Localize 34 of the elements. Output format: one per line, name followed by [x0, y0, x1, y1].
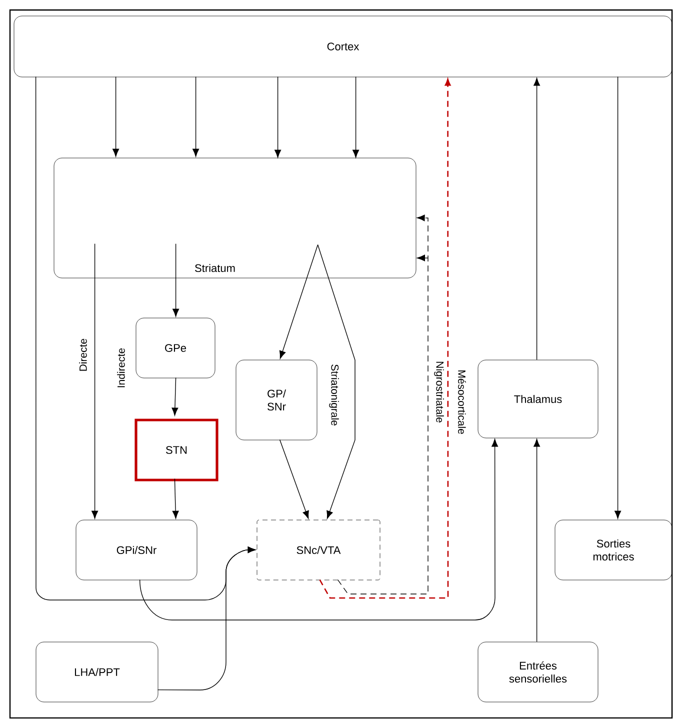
region-box: Striatum: [54, 158, 416, 278]
arrow: [172, 243, 180, 317]
arrow: [614, 76, 622, 519]
arrow: [157, 546, 256, 690]
process-box: Entrées sensorielles: [478, 642, 598, 702]
arrow: [92, 243, 98, 519]
arrow: [112, 76, 120, 157]
arrow: [337, 214, 428, 594]
process-box: Sorties motrices: [554, 520, 672, 580]
arrow: [172, 478, 179, 519]
highlighted-box: STN: [134, 418, 218, 482]
arrow: [274, 76, 282, 158]
edge-label: Striatonigrale: [328, 363, 340, 427]
pathway-label: Indirecte: [116, 346, 126, 390]
arrow: [534, 438, 540, 642]
process-box: LHA/PPT: [36, 642, 158, 702]
arrow: [279, 439, 309, 519]
arrow: [352, 76, 360, 158]
arrow: [139, 438, 498, 620]
region-box: Cortex: [14, 16, 672, 78]
edge-label: Directe: [78, 337, 88, 373]
edge-label: Mésocorticale: [457, 368, 467, 436]
process-box: GP/ SNr: [236, 360, 318, 440]
edge-label: Nigrostriatale: [433, 360, 445, 424]
dashed-box: SNc/VTA: [256, 520, 380, 580]
process-box: Thalamus: [478, 360, 598, 438]
process-box: GPi/SNr: [76, 520, 198, 580]
arrow: [279, 244, 318, 359]
arrow: [172, 377, 178, 416]
arrow: [534, 78, 540, 360]
arrow: [319, 78, 451, 599]
arrow: [192, 76, 200, 157]
process-box: GPe: [136, 318, 216, 378]
arrow: [317, 244, 356, 519]
